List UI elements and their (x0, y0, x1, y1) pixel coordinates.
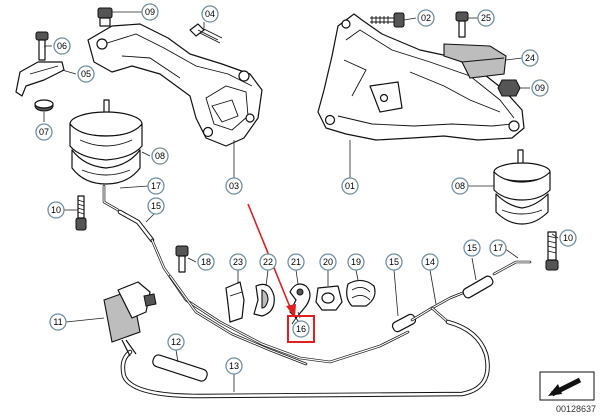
callout-17-right[interactable]: 17 (489, 239, 507, 257)
svg-text:13: 13 (229, 361, 239, 371)
bolt-25 (455, 11, 469, 38)
callout-08-right[interactable]: 08 (451, 177, 469, 195)
callout-04[interactable]: 04 (201, 5, 219, 23)
leader-lines (43, 11, 559, 392)
bolt-06 (35, 31, 49, 61)
svg-text:01: 01 (345, 181, 355, 191)
engine-mount-right (493, 149, 551, 225)
callout-12[interactable]: 12 (167, 333, 185, 351)
nut-07 (34, 99, 54, 112)
vacuum-line-assembly (102, 184, 532, 399)
bolt-18 (175, 245, 189, 273)
nut-09-right (497, 79, 521, 97)
svg-text:06: 06 (57, 41, 67, 51)
bracket-05 (15, 61, 65, 97)
callout-10-right[interactable]: 10 (559, 229, 577, 247)
bolt-10-left (75, 195, 87, 231)
svg-text:09: 09 (535, 83, 545, 93)
orientation-arrow-icon (539, 371, 595, 401)
svg-text:04: 04 (205, 9, 215, 19)
callout-07[interactable]: 07 (35, 123, 53, 141)
svg-text:10: 10 (563, 233, 573, 243)
svg-text:18: 18 (201, 257, 211, 267)
clip-23 (225, 281, 245, 323)
callout-24[interactable]: 24 (521, 49, 539, 67)
callout-17-left[interactable]: 17 (147, 177, 165, 195)
callout-23[interactable]: 23 (229, 253, 247, 271)
callout-09-top[interactable]: 09 (141, 3, 159, 21)
bolt-10-right (545, 231, 559, 271)
callout-09-right[interactable]: 09 (531, 79, 549, 97)
subframe-right (317, 13, 525, 141)
callout-14[interactable]: 14 (421, 253, 439, 271)
callout-02[interactable]: 02 (417, 9, 435, 27)
callout-08-left[interactable]: 08 (151, 147, 169, 165)
bolt-04 (189, 23, 223, 44)
callout-25[interactable]: 25 (477, 9, 495, 27)
callout-15-middle[interactable]: 15 (385, 253, 403, 271)
svg-text:12: 12 (171, 337, 181, 347)
svg-text:07: 07 (39, 127, 49, 137)
svg-text:23: 23 (233, 257, 243, 267)
callout-10-left[interactable]: 10 (47, 201, 65, 219)
svg-text:17: 17 (493, 243, 503, 253)
callout-05[interactable]: 05 (77, 65, 95, 83)
svg-text:05: 05 (81, 69, 91, 79)
svg-text:14: 14 (425, 257, 435, 267)
svg-text:25: 25 (481, 13, 491, 23)
nut-09-left (97, 7, 113, 27)
svg-text:17: 17 (151, 181, 161, 191)
callout-13[interactable]: 13 (225, 357, 243, 375)
svg-text:22: 22 (263, 257, 273, 267)
clip-20 (315, 285, 343, 311)
callout-22[interactable]: 22 (259, 253, 277, 271)
svg-text:15: 15 (389, 257, 399, 267)
svg-text:15: 15 (467, 243, 477, 253)
svg-text:16: 16 (296, 324, 306, 334)
callout-15-right[interactable]: 15 (463, 239, 481, 257)
svg-text:08: 08 (155, 151, 165, 161)
solenoid-valve-11 (103, 281, 157, 357)
callout-15-left[interactable]: 15 (147, 197, 165, 215)
svg-text:10: 10 (51, 205, 61, 215)
callout-18[interactable]: 18 (197, 253, 215, 271)
svg-text:03: 03 (229, 181, 239, 191)
bolt-02 (370, 12, 405, 28)
reference-number: 00128637 (556, 404, 596, 414)
callout-20[interactable]: 20 (319, 253, 337, 271)
svg-text:24: 24 (525, 53, 535, 63)
callout-01[interactable]: 01 (341, 177, 359, 195)
callout-16[interactable]: 16 (292, 320, 310, 338)
svg-text:20: 20 (323, 257, 333, 267)
svg-text:02: 02 (421, 13, 431, 23)
svg-text:15: 15 (151, 201, 161, 211)
bracket-24 (443, 43, 507, 79)
engine-mount-left (69, 99, 143, 185)
svg-text:21: 21 (291, 257, 301, 267)
clip-19 (346, 279, 376, 307)
callout-11[interactable]: 11 (49, 313, 67, 331)
callout-03[interactable]: 03 (225, 177, 243, 195)
highlight-box-16 (287, 315, 315, 343)
svg-text:09: 09 (145, 7, 155, 17)
clip-22 (253, 283, 275, 317)
callout-21[interactable]: 21 (287, 253, 305, 271)
callout-19[interactable]: 19 (347, 253, 365, 271)
svg-text:19: 19 (351, 257, 361, 267)
engine-bracket-left (87, 23, 263, 147)
callout-06[interactable]: 06 (53, 37, 71, 55)
svg-text:08: 08 (455, 181, 465, 191)
svg-text:11: 11 (53, 317, 62, 327)
